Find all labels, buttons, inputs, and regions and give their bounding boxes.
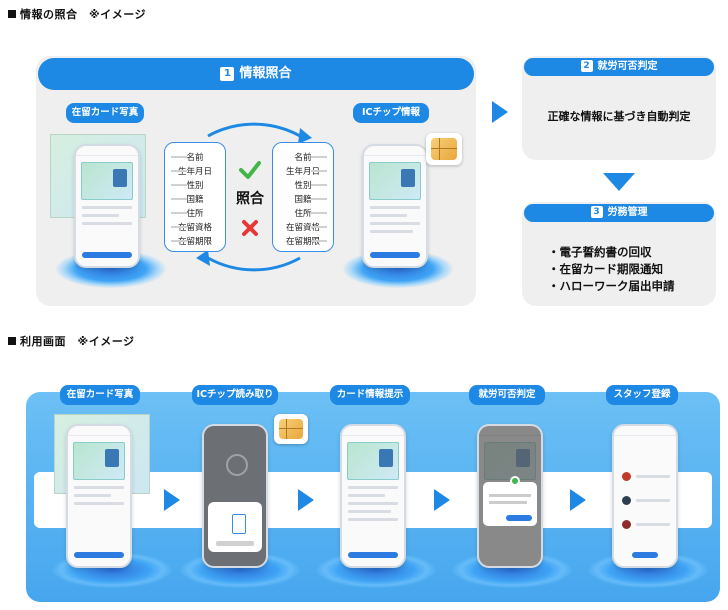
field-list-right: 名前 生年月日 性別 国籍 住所 在留資格 在留期限 (272, 142, 334, 252)
step2-body: 正確な情報に基づき自動判定 (522, 108, 716, 124)
phone-card-info-screen (340, 424, 406, 568)
step3-item: ・ハローワーク届出申請 (548, 278, 675, 294)
tag-ic-info: ICチップ情報 (353, 103, 429, 123)
usage-step-tag: スタッフ登録 (606, 385, 678, 405)
phone-ic-read-screen (202, 424, 268, 568)
triangle-arrow-icon (492, 101, 508, 123)
usage-step-tag: ICチップ読み取り (192, 385, 278, 405)
triangle-arrow-icon (434, 489, 450, 511)
triangle-down-icon (603, 173, 635, 191)
triangle-arrow-icon (570, 489, 586, 511)
ic-chip-icon (274, 414, 308, 444)
usage-step-tag: 在留カード写真 (60, 385, 140, 405)
compare-label: 照合 (228, 188, 272, 208)
step3-item: ・電子誓約書の回収 (548, 244, 652, 260)
phone-judgement-screen (477, 424, 543, 568)
ic-chip-icon (426, 133, 462, 165)
field-list-left: 名前 生年月日 性別 国籍 住所 在留資格 在留期限 (164, 142, 226, 252)
triangle-arrow-icon (164, 489, 180, 511)
section2-title: 利用画面 ※イメージ (8, 333, 134, 349)
phone-ic-info (362, 144, 428, 268)
check-icon (238, 160, 262, 180)
phone-staff-register-screen (612, 424, 678, 568)
usage-step-tag: カード情報提示 (330, 385, 410, 405)
step3-item: ・在留カード期限通知 (548, 261, 663, 277)
section1-title: 情報の照合 ※イメージ (8, 6, 146, 22)
cross-icon (240, 218, 260, 238)
triangle-arrow-icon (298, 489, 314, 511)
phone-card-photo (74, 144, 140, 268)
phone-card-photo-screen (66, 424, 132, 568)
usage-step-tag: 就労可否判定 (469, 385, 545, 405)
tag-card-photo: 在留カード写真 (66, 103, 144, 123)
